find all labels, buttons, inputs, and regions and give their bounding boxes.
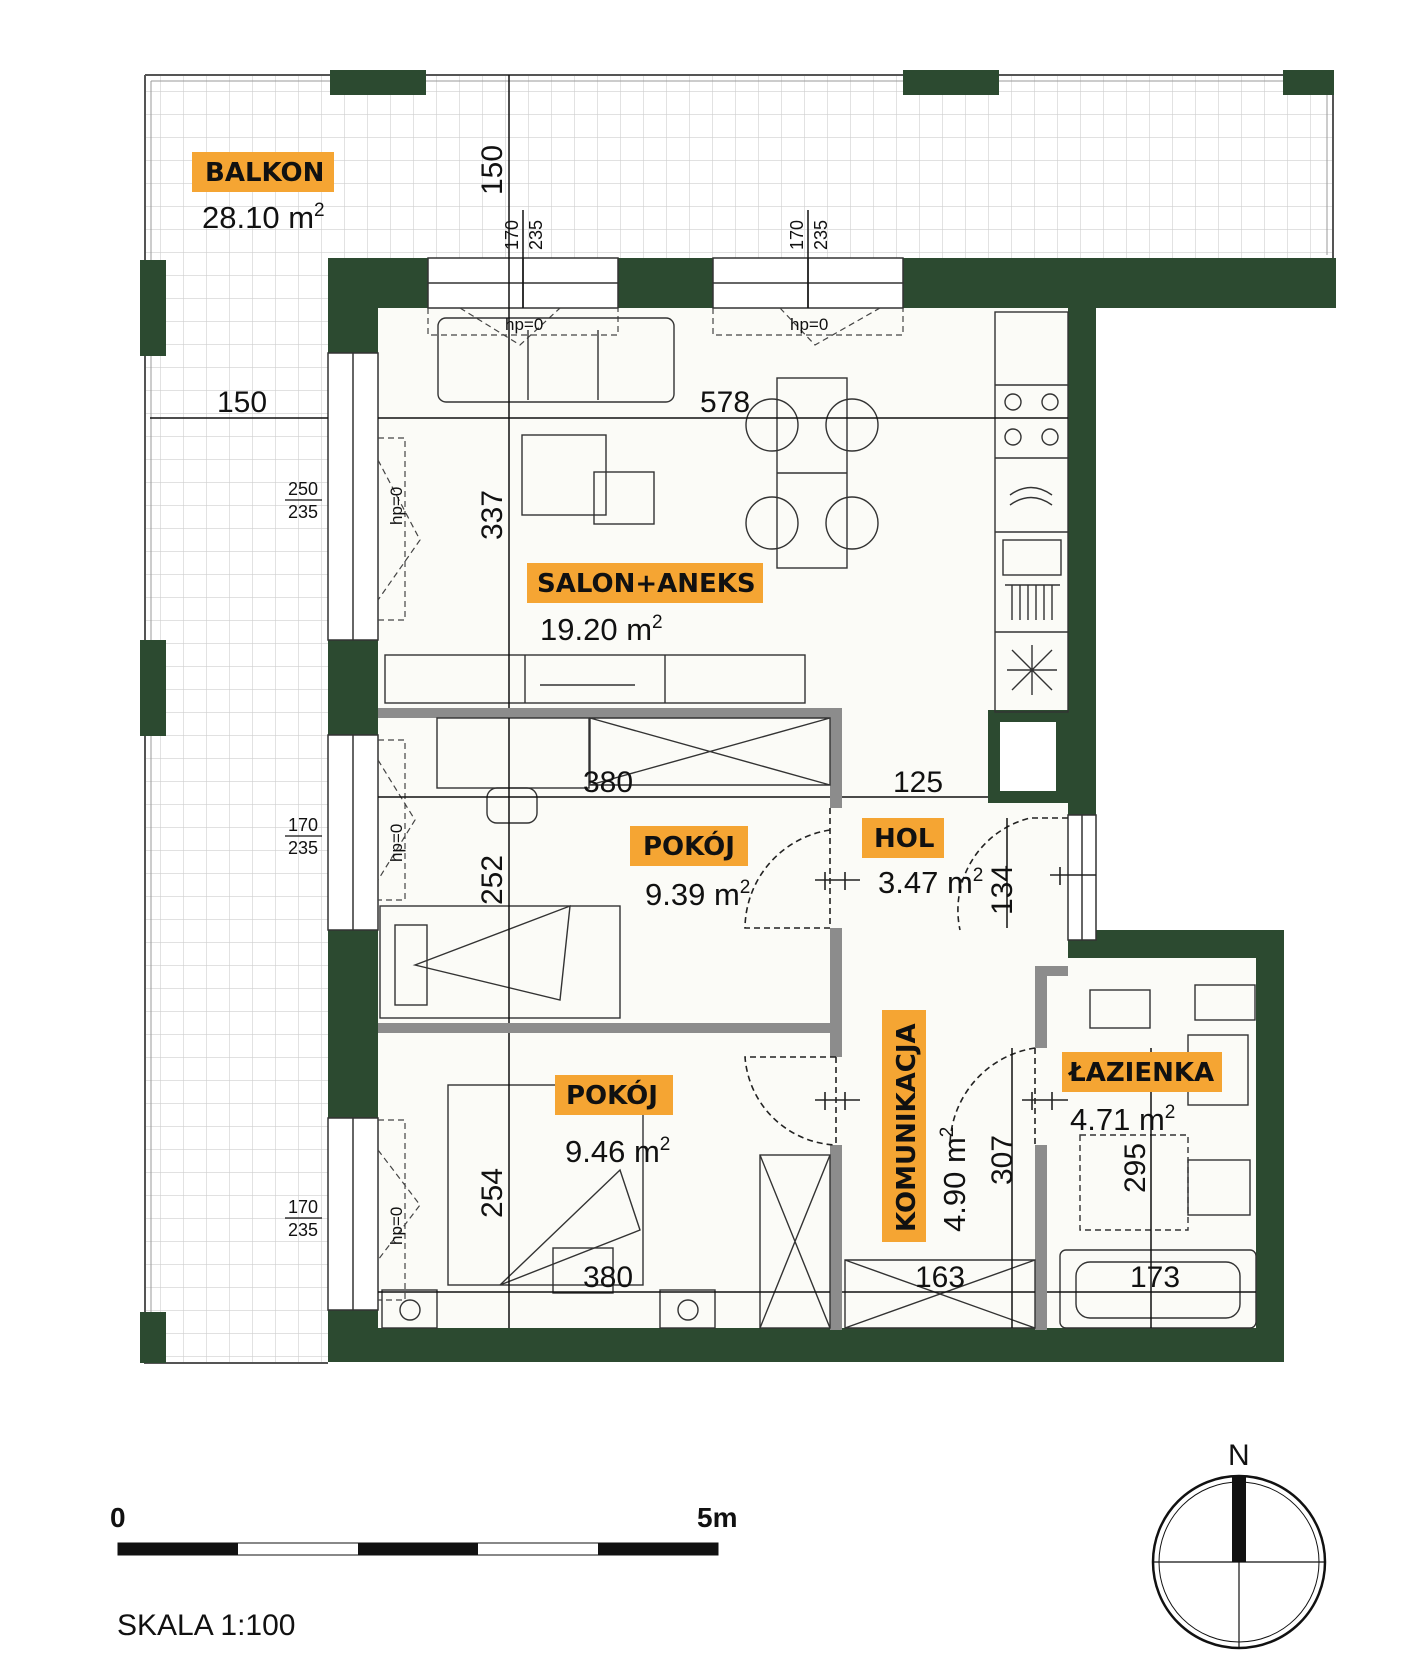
scale-bar: 0 5m SKALA 1:100: [110, 1502, 737, 1642]
hp-labels: hp=0 hp=0 hp=0 hp=0 hp=0: [387, 315, 828, 1245]
window-left-3-width: 170: [288, 1197, 318, 1217]
scale-label: SKALA 1:100: [117, 1609, 295, 1642]
hp-label-left-2: hp=0: [387, 824, 406, 862]
hp-label-left-1: hp=0: [387, 487, 406, 525]
partition-walls: [378, 708, 1068, 1330]
window-left-1-height: 235: [288, 502, 318, 522]
bathtub: [1059, 1249, 1257, 1329]
doors: [744, 808, 1096, 1146]
railing-post: [140, 640, 166, 736]
scale-start: 0: [110, 1502, 126, 1533]
railing-post: [330, 70, 426, 95]
dim-balkon-depth: 150: [476, 145, 509, 195]
window-top-2-height: 235: [811, 220, 831, 250]
dim-komunikacja-width: 163: [915, 1261, 965, 1294]
hp-label-top-1: hp=0: [505, 315, 543, 334]
compass-north-label: N: [1228, 1439, 1250, 1472]
room-area-lazienka: 4.71 m2: [1070, 1102, 1175, 1137]
room-area-komunikacja: 4.90 m2: [937, 1127, 972, 1232]
bed-1: [379, 905, 621, 1019]
room-area-salon: 19.20 m2: [540, 612, 663, 647]
hp-label-left-3: hp=0: [387, 1207, 406, 1245]
dim-pokoj2-width: 380: [583, 1261, 633, 1294]
dim-pokoj1-width: 380: [583, 766, 633, 799]
window-left-3-height: 235: [288, 1220, 318, 1240]
dim-pokoj1-depth: 252: [476, 855, 509, 905]
dim-lazienka-width: 173: [1130, 1261, 1180, 1294]
window-swing-markers: [377, 307, 904, 1301]
room-name-komunikacja: KOMUNIKACJA: [892, 1023, 922, 1232]
room-label-pokoj-1: POKÓJ 9.39 m2: [630, 826, 750, 912]
dimension-texts: 150 150 578 337 380 125 252 134 254 380 …: [217, 145, 1180, 1294]
railing-post: [140, 260, 166, 356]
room-name-hol: HOL: [874, 824, 934, 854]
dim-komunikacja-depth: 307: [986, 1135, 1019, 1185]
window-left-1-width: 250: [288, 479, 318, 499]
room-label-komunikacja: KOMUNIKACJA 4.90 m2: [882, 1010, 972, 1242]
bed-2: [447, 1084, 644, 1286]
compass-needle-icon: [1232, 1476, 1246, 1562]
window-top-1-height: 235: [526, 220, 546, 250]
dim-balkon-width: 150: [217, 386, 267, 419]
window-top-1-width: 170: [502, 220, 522, 250]
interior-floor: [378, 308, 1268, 1328]
room-area-balkon: 28.10 m2: [202, 200, 325, 235]
railing-post: [140, 1312, 166, 1363]
railing-post: [1283, 70, 1334, 95]
room-label-salon: SALON+ANEKS 19.20 m2: [527, 563, 763, 647]
hp-label-top-2: hp=0: [790, 315, 828, 334]
balcony: [140, 70, 1334, 1364]
dim-salon-width: 578: [700, 386, 750, 419]
room-name-balkon: BALKON: [205, 158, 324, 188]
furniture: [379, 311, 1257, 1329]
railing-post: [903, 70, 999, 95]
toilet: [1089, 989, 1151, 1029]
dim-salon-depth: 337: [476, 490, 509, 540]
dim-pokoj2-depth: 254: [476, 1168, 509, 1218]
room-name-salon: SALON+ANEKS: [537, 569, 756, 599]
scale-end: 5m: [697, 1502, 737, 1533]
room-area-pokoj-2: 9.46 m2: [565, 1134, 670, 1169]
room-label-pokoj-2: POKÓJ 9.46 m2: [555, 1075, 673, 1169]
compass: N: [1151, 1439, 1327, 1650]
room-name-pokoj-1: POKÓJ: [643, 830, 735, 862]
room-label-hol: HOL 3.47 m2: [862, 818, 983, 900]
room-label-balkon: BALKON 28.10 m2: [192, 152, 334, 235]
dim-hol-width: 125: [893, 766, 943, 799]
dimension-lines: [150, 75, 1256, 1328]
kitchen-counter: [994, 311, 1069, 713]
window-labels: 170 235 170 235 250 235 170 235 170 235: [285, 220, 831, 1240]
window-top-2-width: 170: [787, 220, 807, 250]
room-name-lazienka: ŁAZIENKA: [1067, 1058, 1214, 1088]
room-area-hol: 3.47 m2: [878, 865, 983, 900]
tv-cabinet: [384, 654, 806, 704]
room-area-pokoj-1: 9.39 m2: [645, 877, 750, 912]
room-name-pokoj-2: POKÓJ: [566, 1079, 658, 1111]
dim-hol-depth: 134: [986, 865, 1019, 915]
dim-lazienka-depth: 295: [1119, 1143, 1152, 1193]
window-left-2-height: 235: [288, 838, 318, 858]
wardrobe: [759, 1154, 831, 1329]
room-label-lazienka: ŁAZIENKA 4.71 m2: [1062, 1052, 1222, 1137]
sofa: [437, 317, 675, 403]
coffee-table: [521, 434, 607, 516]
window-left-2-width: 170: [288, 815, 318, 835]
